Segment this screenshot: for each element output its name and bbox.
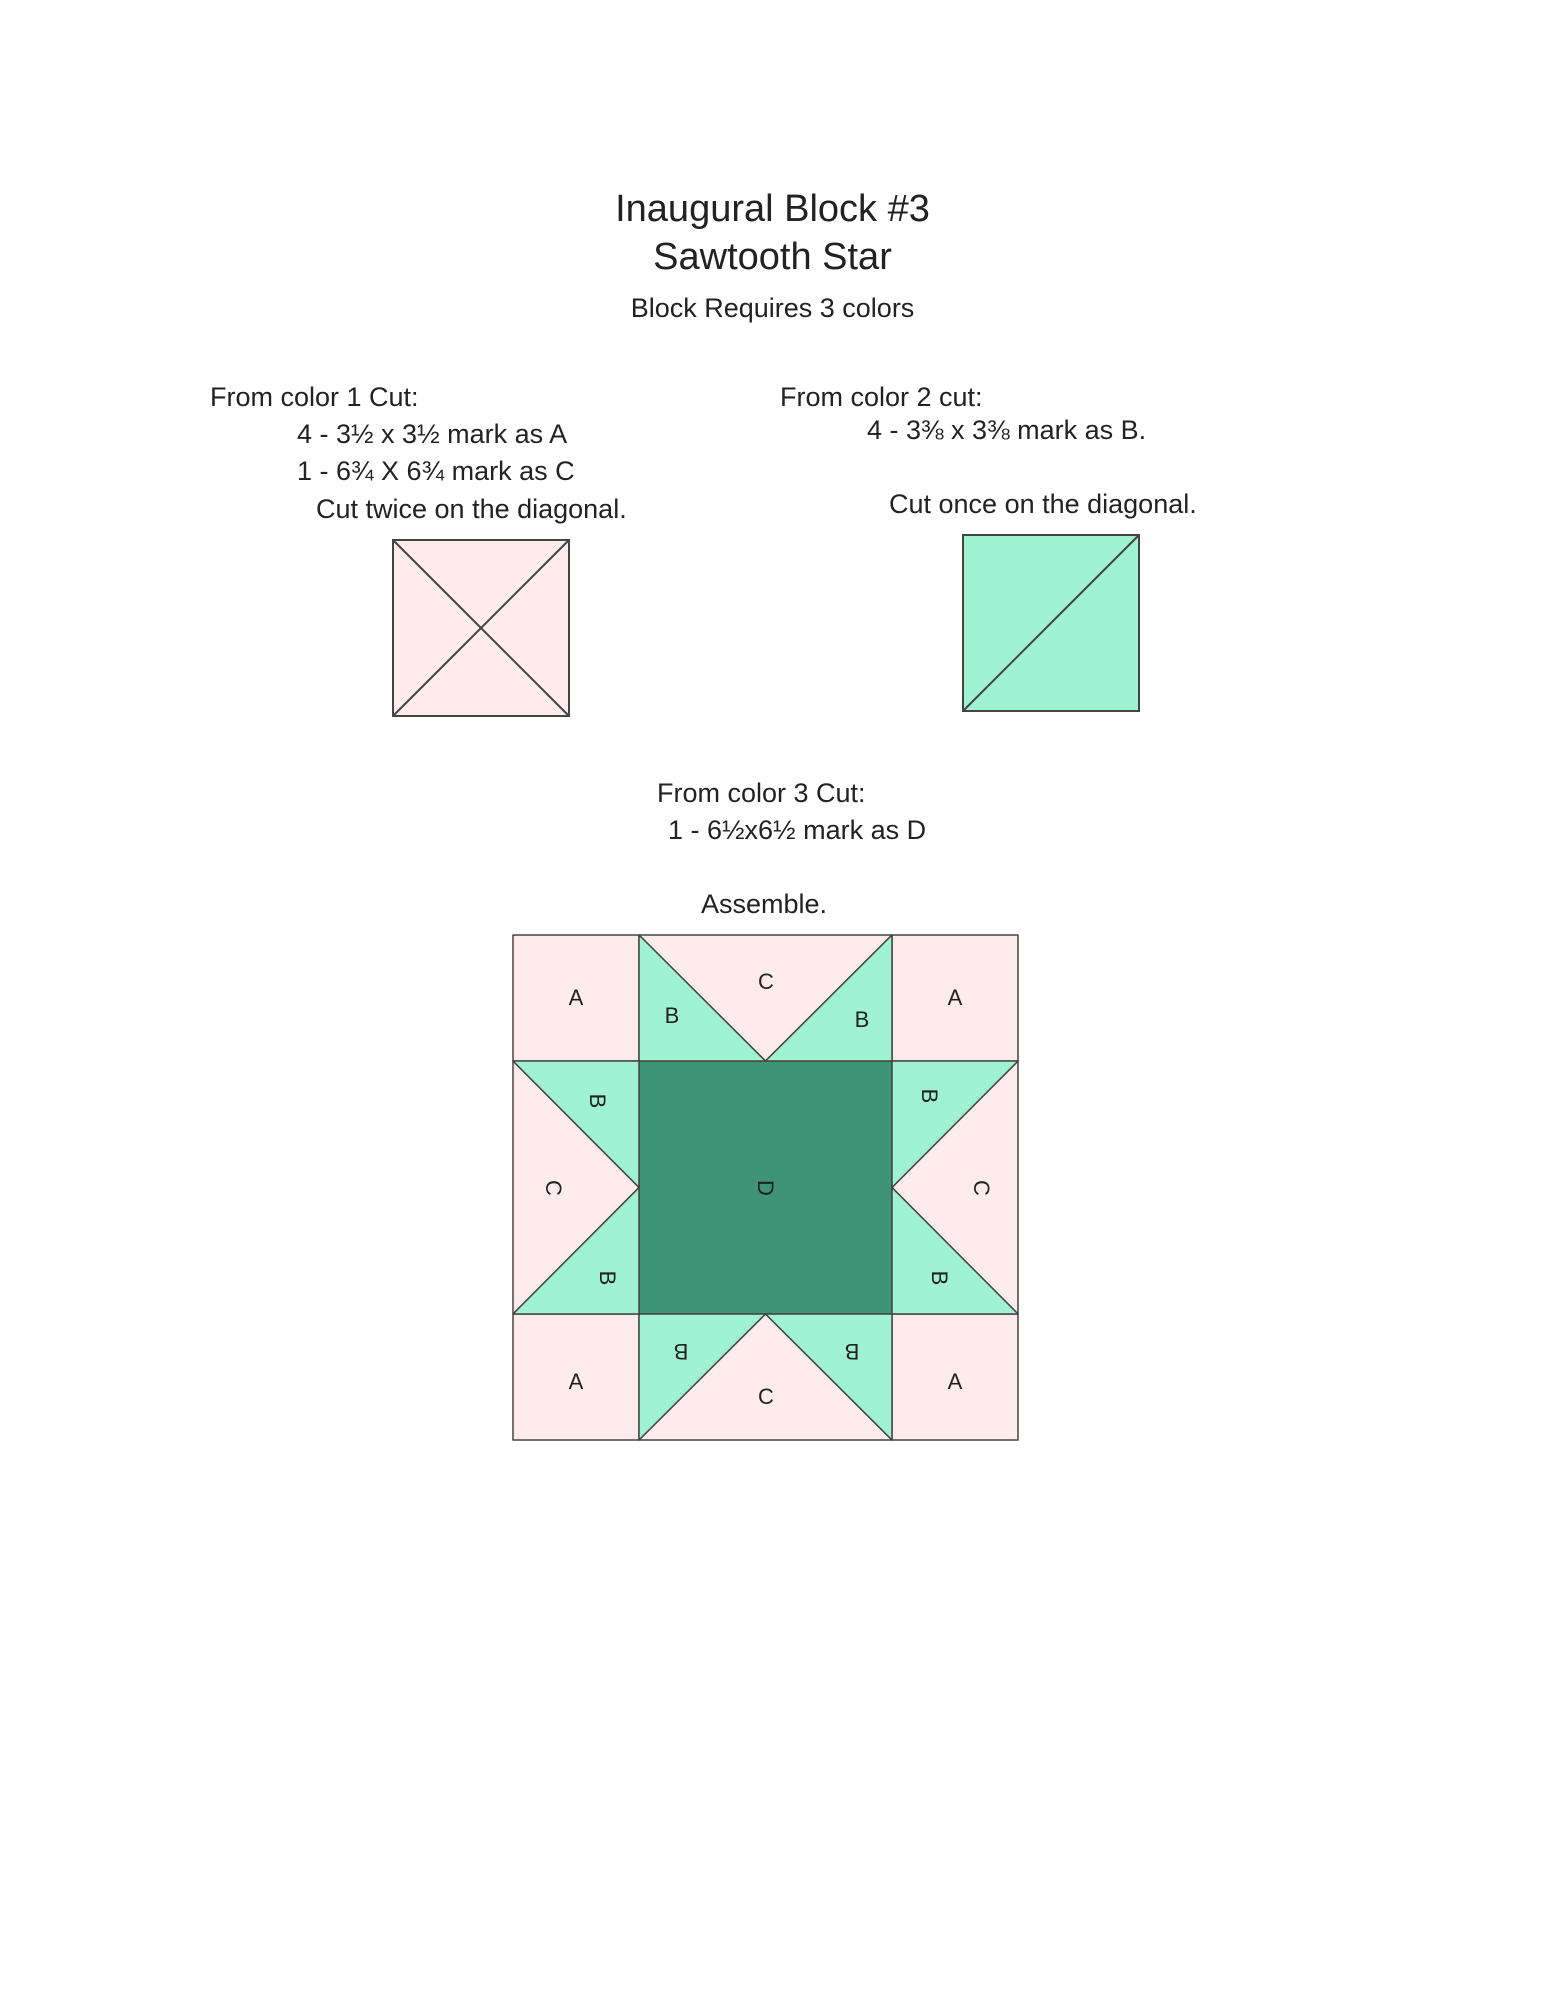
- star-point-b: [638, 934, 767, 1062]
- corner-square-a: [891, 1313, 1019, 1441]
- corner-square-a: [512, 934, 640, 1062]
- piece-label-b: B: [917, 1089, 942, 1104]
- piece-label-c: C: [758, 1384, 774, 1409]
- assemble-label: Assemble.: [701, 889, 828, 919]
- piece-label-a: A: [948, 985, 963, 1010]
- piece-label-b: B: [855, 1007, 870, 1032]
- piece-label-c: C: [758, 969, 774, 994]
- color2-line1: 4 - 3⅜ x 3⅜ mark as B.: [867, 415, 1147, 445]
- star-point-b: [891, 1186, 1019, 1315]
- color1-instruction: Cut twice on the diagonal.: [316, 494, 627, 524]
- piece-label-b: B: [845, 1339, 860, 1364]
- star-point-b: [512, 1060, 640, 1189]
- center-square-d: [638, 1060, 893, 1315]
- star-point-b: [764, 1313, 893, 1441]
- color1-line2: 1 - 6¾ X 6¾ mark as C: [297, 456, 575, 486]
- star-point-b: [638, 1313, 767, 1441]
- piece-label-a: A: [948, 1369, 963, 1394]
- piece-label-b: B: [585, 1094, 610, 1109]
- star-point-b: [764, 934, 893, 1062]
- piece-label-c: C: [541, 1180, 566, 1196]
- piece-label-c: C: [969, 1180, 994, 1196]
- page-title: Inaugural Block #3: [615, 188, 930, 230]
- color-requirement: Block Requires 3 colors: [630, 293, 915, 323]
- piece-label-d: D: [753, 1180, 778, 1196]
- color2-instruction: Cut once on the diagonal.: [889, 489, 1197, 519]
- color3-heading: From color 3 Cut:: [657, 778, 866, 808]
- piece-label-b: B: [665, 1003, 680, 1028]
- corner-square-a: [512, 1313, 640, 1441]
- color1-cut-diagram: [392, 539, 570, 717]
- page-subtitle: Sawtooth Star: [653, 236, 892, 278]
- piece-label-a: A: [569, 1369, 584, 1394]
- piece-label-b: B: [927, 1271, 952, 1286]
- piece-label-b: B: [674, 1339, 689, 1364]
- piece-label-b: B: [595, 1271, 620, 1286]
- color1-heading: From color 1 Cut:: [210, 382, 419, 412]
- color2-cut-diagram: [962, 534, 1140, 712]
- color3-line1: 1 - 6½x6½ mark as D: [668, 815, 927, 845]
- piece-label-a: A: [569, 985, 584, 1010]
- assembled-block-diagram: A A A A C B B B C B D B C B B B C: [512, 934, 1019, 1441]
- diagonal-line: [962, 534, 1140, 712]
- color2-heading: From color 2 cut:: [780, 382, 983, 412]
- star-point-b: [891, 1060, 1019, 1189]
- color1-line1: 4 - 3½ x 3½ mark as A: [297, 419, 568, 449]
- diagonal-line: [392, 539, 570, 717]
- star-point-b: [512, 1186, 640, 1315]
